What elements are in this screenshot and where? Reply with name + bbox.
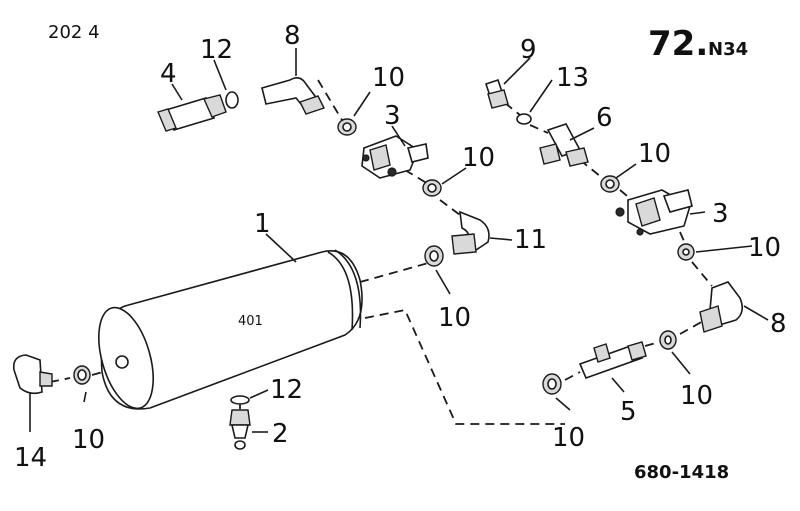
nut-right-1 (600, 175, 620, 193)
tee-fitting-lower (578, 341, 647, 380)
nut-left (73, 365, 91, 385)
air-tank: 401 (98, 249, 363, 410)
callout-12-upper: 12 (200, 35, 233, 65)
drain-plug (229, 409, 251, 450)
callout-10-right-1: 10 (638, 139, 671, 169)
air-line-upper (359, 261, 433, 283)
callout-3-right: 3 (712, 199, 729, 229)
callout-10-upper-1: 10 (372, 63, 405, 93)
elbow-fitting-upper (261, 76, 325, 115)
callout-8-upper: 8 (284, 21, 301, 51)
callout-10-tank: 10 (438, 303, 471, 333)
nut-right-2 (677, 243, 695, 261)
leader-lines (29, 48, 769, 433)
callout-14: 14 (14, 443, 47, 473)
callout-1: 1 (254, 209, 271, 239)
callout-2: 2 (272, 419, 289, 449)
section-number: 72. (648, 24, 708, 64)
callout-4: 4 (160, 59, 177, 89)
washer (516, 113, 532, 125)
check-valve (157, 94, 227, 132)
callout-numbers: 1 2 3 3 4 5 6 8 8 9 10 10 10 10 10 10 10… (14, 21, 787, 473)
drawing-number: 680-1418 (634, 462, 729, 483)
nut-upper-3 (424, 245, 444, 267)
callout-9: 9 (520, 35, 537, 65)
pressure-valve-upper (361, 135, 429, 179)
tank-label: 401 (238, 314, 263, 329)
nut-upper-1 (337, 118, 357, 136)
page-code: 202 4 (48, 22, 100, 43)
callout-10-upper-2: 10 (462, 143, 495, 173)
callout-3-upper: 3 (384, 101, 401, 131)
seal-ring-lower (230, 395, 250, 405)
callout-10-right-3: 10 (680, 381, 713, 411)
section-suffix: N34 (708, 39, 748, 60)
callout-5: 5 (620, 397, 637, 427)
elbow-fitting-left (12, 354, 53, 395)
callout-10-bottom: 10 (552, 423, 585, 453)
callout-11: 11 (514, 225, 547, 255)
callout-6: 6 (596, 103, 613, 133)
elbow-fitting-11 (451, 210, 490, 255)
air-line-upper-left (317, 79, 343, 121)
air-line-upper-mid (404, 169, 461, 216)
callout-12-lower: 12 (270, 375, 303, 405)
nut-lower (542, 373, 562, 395)
elbow-fitting-right (699, 281, 744, 333)
nut-right-3 (659, 330, 677, 350)
tee-fitting (539, 123, 589, 167)
callout-10-right-2: 10 (748, 233, 781, 263)
air-line-lower (364, 308, 581, 425)
union-fitting (484, 78, 509, 109)
pressure-valve-right (615, 189, 693, 236)
callout-8-right: 8 (770, 309, 787, 339)
callout-13: 13 (556, 63, 589, 93)
callout-10-left: 10 (72, 425, 105, 455)
o-ring-upper (225, 91, 239, 109)
nut-upper-2 (422, 179, 442, 197)
